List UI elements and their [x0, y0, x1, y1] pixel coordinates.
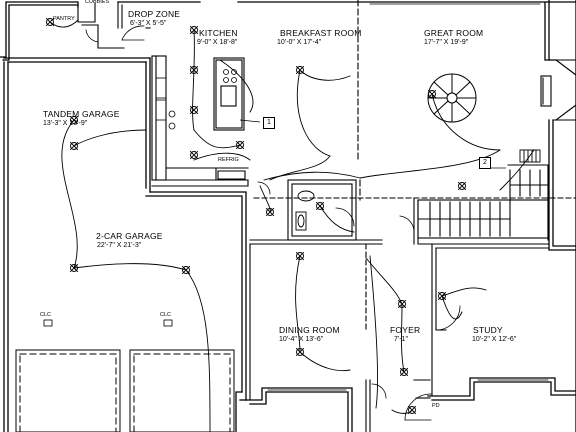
fireplace [519, 149, 541, 163]
room-label-great-room: GREAT ROOM [424, 28, 484, 38]
room-size-drop-zone: 6'-3" X 5'-5" [130, 20, 167, 27]
clc-label-left: CLC [40, 312, 52, 318]
light-fixtures [45, 17, 467, 415]
clc-label-right: CLC [160, 312, 172, 318]
room-size-breakfast-room: 10'-0" X 17'-4" [277, 39, 322, 46]
room-label-kitchen: KITCHEN [199, 28, 238, 38]
room-size-dining-room: 10'-4" X 13'-6" [279, 336, 324, 343]
room-label-study: STUDY [473, 325, 503, 335]
room-size-study: 10'-2" X 12'-6" [472, 336, 517, 343]
room-size-foyer: 7'-1" [394, 336, 408, 343]
room-label-two-car-garage: 2-CAR GARAGE [96, 231, 163, 241]
room-label-drop-zone: DROP ZONE [128, 9, 181, 19]
room-size-two-car-garage: 22'-7" X 21'-3" [97, 242, 142, 249]
pd-label: PD [432, 403, 440, 409]
room-size-great-room: 17'-7" X 19'-9" [424, 39, 469, 46]
room-label-cubbies: CUBBIES [85, 0, 110, 5]
powder-room-fixtures [295, 190, 315, 231]
electrical-wiring [49, 19, 535, 432]
windows [267, 1, 549, 391]
bay-window [540, 59, 576, 121]
room-label-breakfast-room: BREAKFAST ROOM [280, 28, 362, 38]
clc-fixtures [43, 319, 173, 327]
room-label-pantry: PANTRY [53, 16, 75, 22]
callout-tag-2: 2 [479, 157, 491, 169]
callout-tag-1: 1 [263, 117, 275, 129]
room-size-kitchen: 9'-0" X 18'-8" [197, 39, 238, 46]
garage-doors [15, 349, 235, 432]
door-swings [85, 25, 461, 421]
room-size-tandem-garage: 13'-3" X 13'-9" [43, 120, 88, 127]
room-label-tandem-garage: TANDEM GARAGE [43, 109, 120, 119]
kitchen-fixtures [155, 69, 237, 130]
interior-walls [77, 0, 576, 432]
room-label-foyer: FOYER [390, 325, 421, 335]
callout-leaders [239, 119, 506, 169]
refrigerator-label: REFRIG [218, 157, 239, 163]
room-label-dining-room: DINING ROOM [279, 325, 340, 335]
spiral-stair [427, 73, 477, 123]
